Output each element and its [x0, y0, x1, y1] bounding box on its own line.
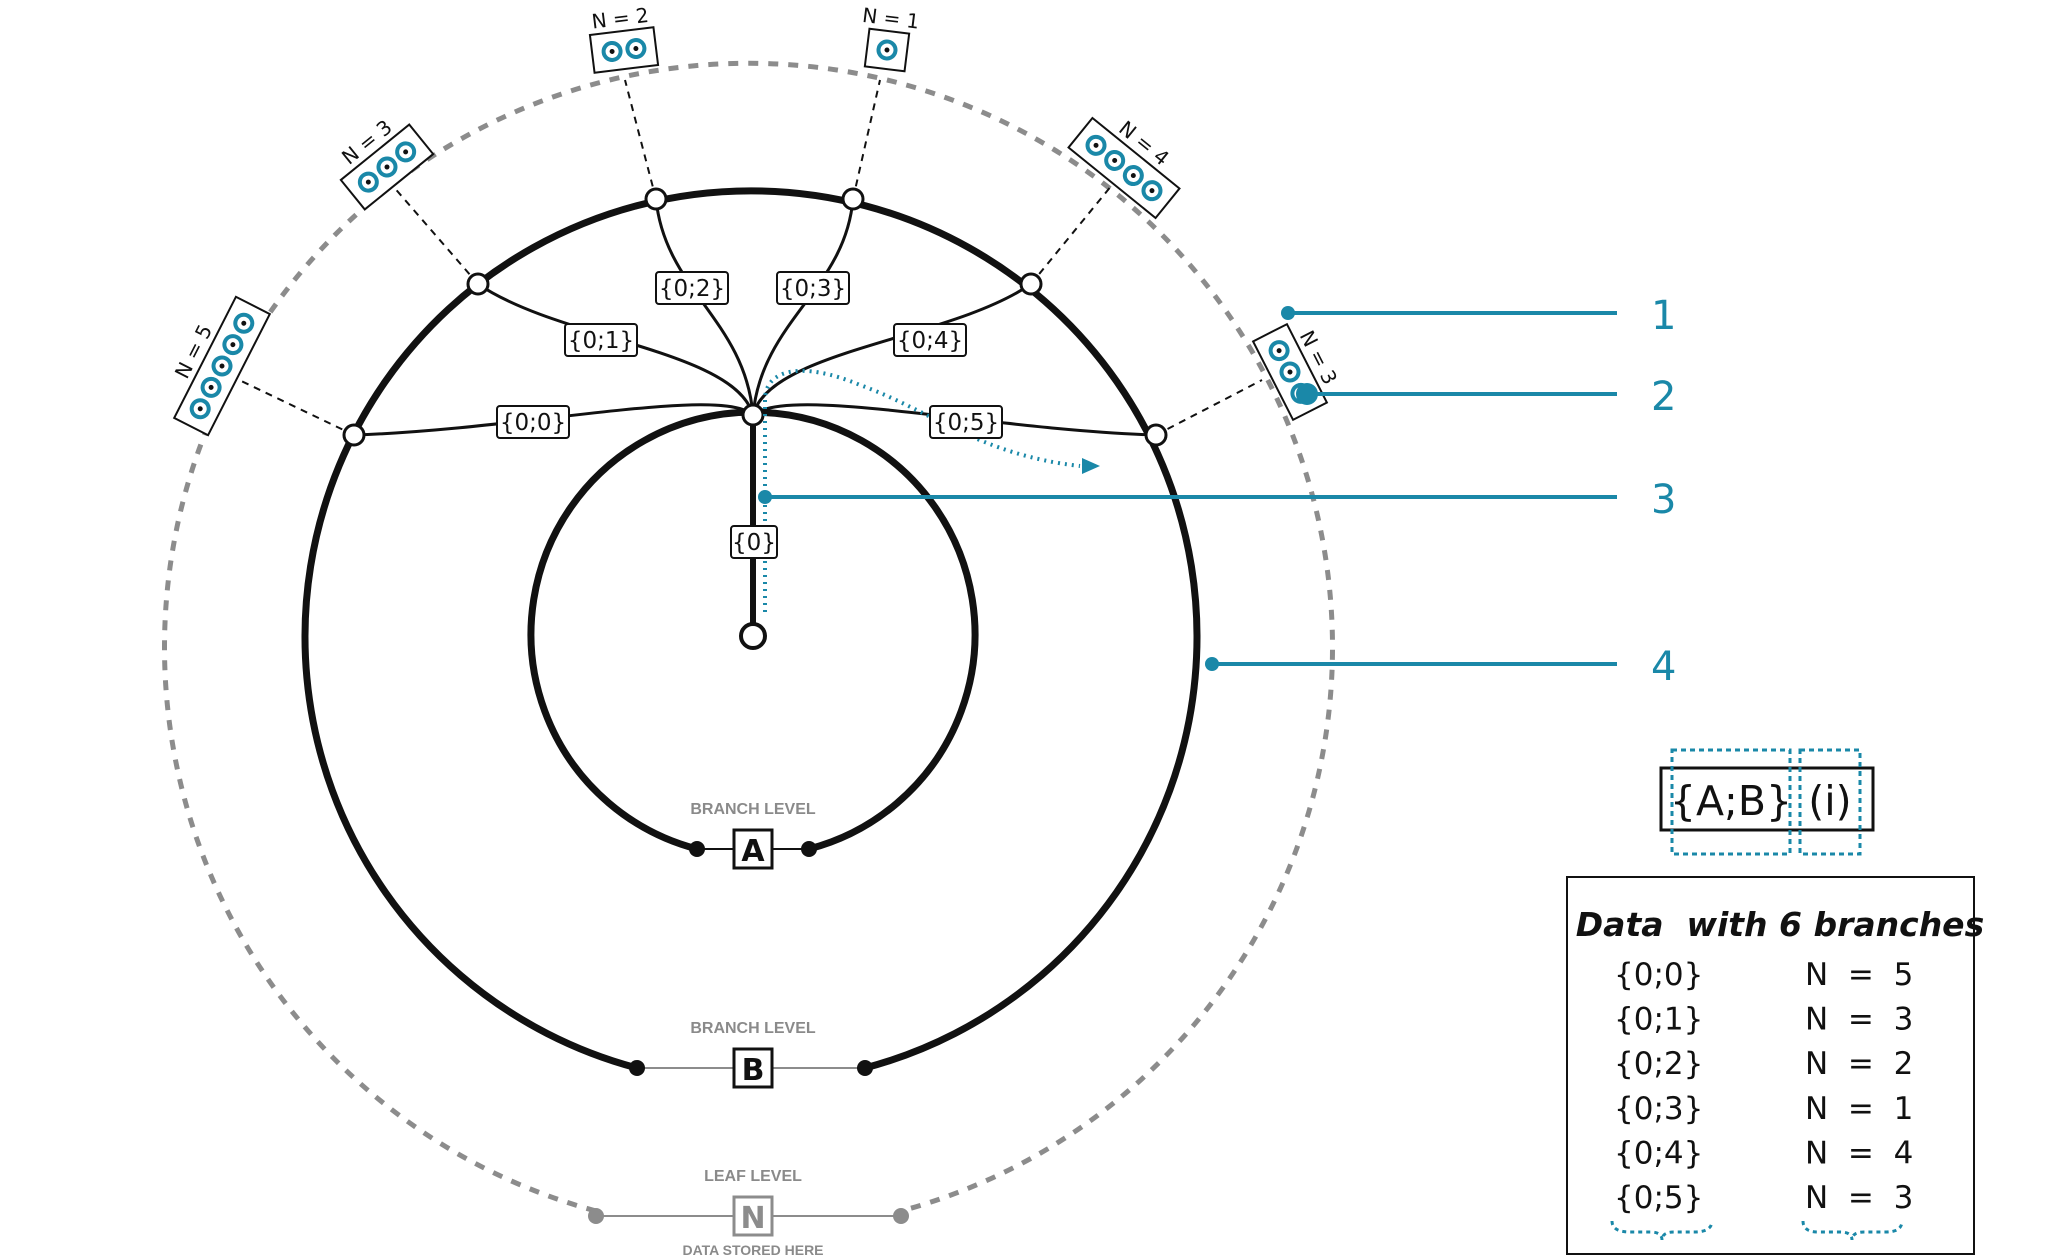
table-cell-n: N = 1 [1805, 1091, 1913, 1127]
leaf-level-note: DATA STORED HERE [682, 1242, 823, 1257]
leaf-item-dot [1130, 173, 1136, 179]
path-formula: {A;B} (i) [1659, 748, 1875, 856]
branch-level-a-marker: BRANCH LEVEL A [689, 801, 817, 870]
callout-4: 4 [1651, 644, 1676, 690]
table-rows: {0;0} N = 5 {0;1} N = 3 {0;2} N = 2 {0;3} N = 1… [1614, 957, 1913, 1216]
leaf-box-2: N = 2 [588, 3, 660, 74]
leaf-level-ring [162, 60, 1335, 1214]
leaf-box-4: N = 4 [1067, 116, 1181, 220]
branch-level-b-marker: BRANCH LEVEL B [629, 1020, 873, 1089]
table-cell-n: N = 3 [1805, 1002, 1913, 1038]
branch-label-0: {0;0} [496, 405, 570, 439]
table-cell-path: {0;2} [1614, 1046, 1703, 1082]
table-cell-path: {0;5} [1614, 1180, 1703, 1216]
callout-3: 3 [1651, 477, 1676, 523]
branch-label-3: {0;3} [776, 271, 850, 305]
leaf-item-dot [884, 47, 890, 53]
leaf-item-dot [241, 320, 247, 326]
branch-label-5: {0;5} [929, 405, 1003, 439]
leaf-boxes: N = 5 N = 3 N = 2 N = 1 N = 4 N = 3 [170, 3, 1342, 437]
leaf-box-1: N = 3 [337, 115, 435, 211]
branch-label-2: {0;2} [655, 271, 729, 305]
branch-level-a-caption: BRANCH LEVEL [690, 801, 816, 818]
table-cell-n: N = 2 [1805, 1046, 1913, 1082]
leaf-item-dot [633, 46, 639, 52]
leaf-level-caption: LEAF LEVEL [704, 1168, 802, 1185]
leaf-level-marker: LEAF LEVEL N DATA STORED HERE [588, 1168, 909, 1257]
leaf-item-dot [208, 384, 214, 390]
branch-path-labels: {0;0} {0;1} {0;2} {0;3} {0;4} {0;5} [496, 271, 1003, 439]
leaf-level-letter: N [740, 1201, 765, 1236]
leaf-item-dot [197, 406, 203, 412]
table-cell-n: N = 3 [1805, 1180, 1913, 1216]
table-cell-path: {0;4} [1614, 1135, 1703, 1171]
formula-index-part: (i) [1808, 777, 1851, 825]
branch-level-b-ring [301, 187, 1201, 1072]
root-node [739, 622, 767, 650]
svg-text:{0;2}: {0;2} [659, 276, 725, 302]
callouts [758, 306, 1617, 671]
n-column-brace [1801, 1220, 1904, 1241]
leaf-item-dot [1112, 157, 1118, 163]
data-table: Data with 6 branches {0;0} N = 5 {0;1} N = … [1566, 876, 1984, 1255]
leaf-box-5: N = 3 [1251, 322, 1342, 422]
flow-arrowhead [1082, 458, 1100, 474]
leaf-item-dot [384, 164, 390, 170]
table-cell-n: N = 4 [1805, 1135, 1913, 1171]
leaf-item-dot [230, 342, 236, 348]
leaf-item-dot [219, 363, 225, 369]
leaf-item-dot [1149, 188, 1155, 194]
table-cell-path: {0;0} [1614, 957, 1703, 993]
root-label: {0} [730, 525, 778, 559]
leaf-item-dot [1287, 369, 1293, 375]
svg-text:{0;1}: {0;1} [568, 328, 634, 354]
junction-node [741, 403, 765, 427]
branch-level-a-letter: A [741, 834, 765, 869]
branch-connectors [353, 198, 1157, 437]
svg-text:{0;0}: {0;0} [500, 410, 566, 436]
callout-1: 1 [1651, 293, 1676, 339]
leaf-item-dot [1093, 142, 1099, 148]
table-cell-path: {0;1} [1614, 1002, 1703, 1038]
branch-nodes [342, 187, 1168, 447]
table-title: Data with 6 branches [1576, 905, 1984, 944]
root-label-text: {0} [732, 530, 776, 556]
leaf-box-3: N = 1 [861, 3, 921, 73]
leaf-box-0: N = 5 [170, 295, 272, 437]
table-cell-path: {0;3} [1614, 1091, 1703, 1127]
path-column-brace [1610, 1220, 1714, 1241]
branch-label-4: {0;4} [893, 323, 967, 357]
leaf-item-dot [403, 149, 409, 155]
svg-text:{0;4}: {0;4} [897, 328, 963, 354]
leaf-item-dot [609, 48, 615, 54]
leaf-spokes [234, 79, 1263, 436]
table-cell-n: N = 5 [1805, 957, 1913, 993]
branch-label-1: {0;1} [564, 323, 638, 357]
leaf-item-dot [365, 179, 371, 185]
branch-level-b-letter: B [742, 1053, 765, 1088]
leaf-item-dot [1276, 348, 1282, 354]
formula-path-part: {A;B} [1670, 777, 1792, 825]
callout-2: 2 [1651, 374, 1676, 420]
svg-text:{0;3}: {0;3} [780, 276, 846, 302]
svg-text:{0;5}: {0;5} [933, 410, 999, 436]
branch-level-b-caption: BRANCH LEVEL [690, 1020, 816, 1037]
